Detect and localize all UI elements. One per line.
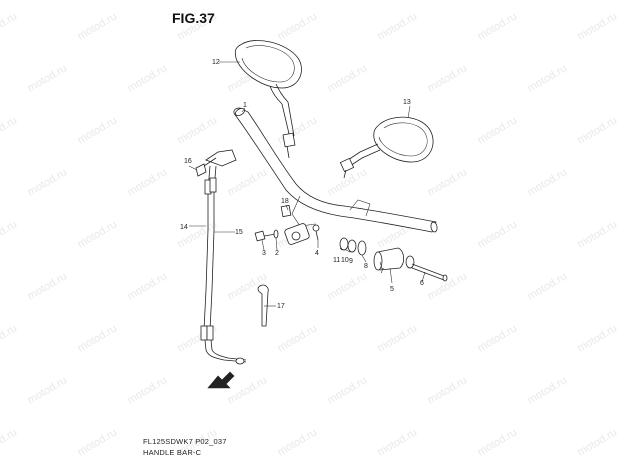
watermark-text: motod.ru	[26, 270, 70, 302]
watermark-text: motod.ru	[126, 166, 170, 198]
watermark-text: motod.ru	[576, 114, 620, 146]
callout-16: 16	[184, 158, 192, 165]
watermark-text: motod.ru	[76, 426, 120, 458]
callout-9: 9	[349, 258, 353, 265]
callout-2: 2	[275, 250, 279, 257]
leader-lines	[188, 61, 426, 307]
watermark-text: motod.ru	[126, 270, 170, 302]
watermark-text: motod.ru	[226, 374, 270, 406]
watermark-text: motod.ru	[376, 10, 420, 42]
watermark-text: motod.ru	[576, 218, 620, 250]
callout-10: 10	[341, 257, 349, 264]
watermark-text: motod.ru	[276, 322, 320, 354]
watermark-text: motod.ru	[0, 114, 19, 146]
watermark-text: motod.ru	[576, 10, 620, 42]
left-mirror-part	[234, 40, 302, 159]
watermark-text: motod.ru	[276, 10, 320, 42]
screw-part	[312, 224, 320, 241]
watermark-text: motod.ru	[426, 374, 470, 406]
watermark-text: motod.ru	[126, 374, 170, 406]
right-mirror-part	[339, 116, 434, 179]
watermark-text: motod.ru	[376, 426, 420, 458]
watermark-text: motod.ru	[526, 374, 570, 406]
watermark-text: motod.ru	[326, 166, 370, 198]
watermark-text: motod.ru	[526, 62, 570, 94]
watermark-text: motod.ru	[76, 322, 120, 354]
watermark-text: motod.ru	[26, 374, 70, 406]
figure-title: FIG.37	[172, 10, 215, 26]
watermark-text: motod.ru	[276, 426, 320, 458]
handlebar-part	[233, 107, 438, 245]
bolt-part	[254, 229, 279, 242]
watermark-text: motod.ru	[0, 10, 19, 42]
callout-4: 4	[315, 250, 319, 257]
watermark-text: motod.ru	[426, 166, 470, 198]
watermark-text: motod.ru	[276, 114, 320, 146]
watermark-text: motod.ru	[76, 114, 120, 146]
callout-6: 6	[420, 280, 424, 287]
callout-1: 1	[243, 102, 247, 109]
watermark-text: motod.ru	[476, 322, 520, 354]
callout-18: 18	[281, 198, 289, 205]
watermark-text: motod.ru	[476, 114, 520, 146]
watermark-text: motod.ru	[476, 218, 520, 250]
callout-7: 7	[380, 268, 384, 275]
callout-11: 11	[333, 257, 340, 264]
watermark-text: motod.ru	[476, 426, 520, 458]
watermark-text: motod.ru	[376, 322, 420, 354]
callout-17: 17	[277, 303, 285, 310]
callouts: 12 1 13 16 14 15 18 3 2 4 17 11 10 9 8 7…	[180, 59, 424, 310]
watermark-text: motod.ru	[326, 270, 370, 302]
watermark-text: motod.ru	[326, 374, 370, 406]
watermark-text: motod.ru	[176, 114, 220, 146]
watermark-text: motod.ru	[326, 62, 370, 94]
watermark-text: motod.ru	[0, 218, 19, 250]
watermark-text: motod.ru	[76, 218, 120, 250]
throttle-grip-part	[339, 237, 448, 282]
bracket-part	[280, 204, 292, 218]
throttle-cable-part	[197, 149, 247, 365]
callout-8: 8	[364, 263, 368, 270]
watermark-text: motod.ru	[26, 166, 70, 198]
watermark-text: motod.ru	[476, 10, 520, 42]
figure-code: FL125SDWK7 P02_037	[143, 437, 227, 446]
watermark-text: motod.ru	[126, 62, 170, 94]
figure-name: HANDLE BAR-C	[143, 448, 202, 457]
front-arrow-icon	[207, 371, 235, 389]
callout-12: 12	[212, 59, 220, 66]
watermark-text: motod.ru	[226, 166, 270, 198]
callout-3: 3	[262, 250, 266, 257]
callout-13: 13	[403, 99, 411, 106]
watermark-text: motod.ru	[526, 166, 570, 198]
watermark-text: motod.ru	[576, 426, 620, 458]
watermark-text: motod.ru	[0, 426, 19, 458]
cable-clamp-part	[257, 284, 269, 327]
callout-5: 5	[390, 286, 394, 293]
callout-14: 14	[180, 224, 188, 231]
cable-bracket-part	[195, 163, 207, 177]
watermark-text: motod.ru	[76, 10, 120, 42]
watermark-text: motod.ru	[526, 270, 570, 302]
watermark-text: motod.ru	[0, 322, 19, 354]
watermark-text: motod.ru	[26, 62, 70, 94]
watermark-text: motod.ru	[576, 322, 620, 354]
callout-15: 15	[235, 229, 243, 236]
watermark-text: motod.ru	[426, 62, 470, 94]
